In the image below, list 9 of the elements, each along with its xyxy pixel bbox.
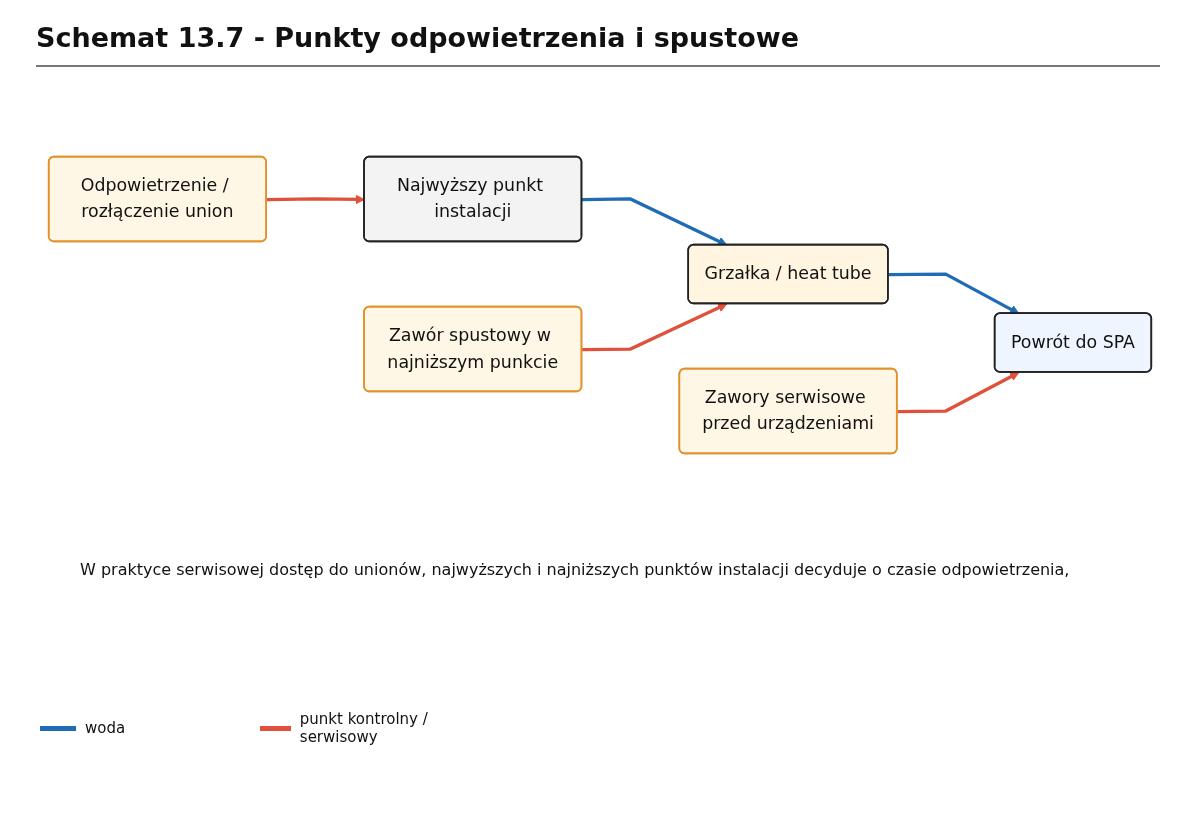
legend-label: woda	[85, 719, 126, 737]
arrow	[582, 303, 728, 352]
legend-label: punkt kontrolny / serwisowy	[299, 710, 429, 746]
arrow	[582, 197, 728, 246]
arrow	[897, 372, 1020, 414]
arrow	[888, 272, 1020, 315]
arrow	[266, 194, 365, 205]
diagram-title: Schemat 13.7 - Punkty odpowietrzenia i spustowe	[36, 22, 800, 53]
note-text: W praktyce serwisowej dostęp do unionów, najwyższych i najniższych punktów instalacji decyduje o czasie odpowietrzenia,	[80, 560, 1071, 579]
